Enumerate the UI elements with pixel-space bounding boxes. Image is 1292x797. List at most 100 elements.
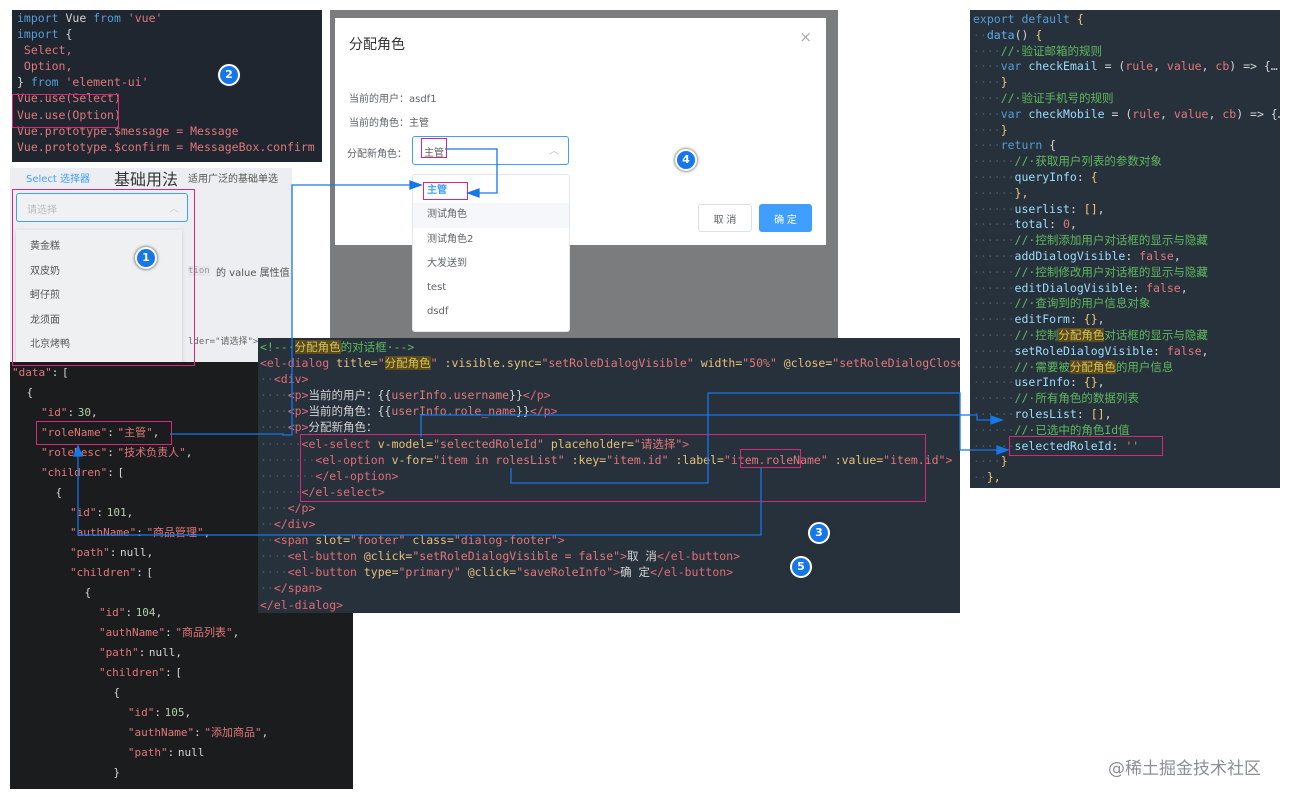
code-line: ······//·控制分配角色对话框的显示与隐藏 bbox=[973, 327, 1208, 344]
code-token: queryInfo bbox=[1014, 169, 1077, 184]
code-token: ·· bbox=[260, 581, 274, 596]
dialog-title: 分配角色 bbox=[349, 37, 405, 53]
code-line: "authName": "商品列表", bbox=[12, 623, 239, 643]
code-line: ······editForm: {}, bbox=[973, 312, 1105, 328]
code-line: ······}, bbox=[973, 186, 1028, 202]
code-line: ······//·控制添加用户对话框的显示与隐藏 bbox=[973, 233, 1208, 249]
code-token: var bbox=[1000, 106, 1022, 121]
code-token: ···· bbox=[973, 90, 1001, 105]
role-option[interactable]: 大发送到 bbox=[427, 257, 467, 269]
code-line: Vue.prototype.$confirm = MessageBox.conf… bbox=[12, 139, 315, 155]
code-token: ······ bbox=[973, 201, 1015, 216]
code-token: "saveRoleInfo" bbox=[516, 565, 614, 580]
code-token: : bbox=[96, 506, 107, 519]
code-token: , bbox=[126, 506, 134, 519]
code-token: "主管" bbox=[117, 426, 153, 439]
code-token: ······ bbox=[973, 391, 1015, 406]
code-token: '' bbox=[1125, 438, 1140, 453]
role-select-value: 主管 bbox=[424, 148, 444, 159]
code-token: rule bbox=[1132, 106, 1160, 121]
cancel-button[interactable]: 取 消 bbox=[698, 204, 752, 232]
code-token: 分配角色 bbox=[1058, 327, 1105, 342]
code-token: ·· bbox=[260, 533, 274, 548]
code-token: default bbox=[1014, 12, 1077, 26]
code-line: ······//·控制修改用户对话框的显示与隐藏 bbox=[973, 265, 1208, 281]
code-token: type= bbox=[356, 565, 399, 580]
code-line: { bbox=[12, 583, 91, 603]
code-token: <p> bbox=[287, 388, 309, 403]
code-token: , bbox=[1097, 375, 1105, 390]
code-line: "children": [ bbox=[12, 563, 153, 583]
role-option[interactable]: dsdf bbox=[427, 306, 449, 318]
code-token: : bbox=[1069, 201, 1084, 216]
code-token: : bbox=[154, 706, 165, 719]
code-token: false bbox=[1139, 248, 1174, 263]
select-option[interactable]: 北京烤鸭 bbox=[30, 339, 70, 350]
code-line: ······addDialogVisible: false, bbox=[973, 249, 1181, 265]
highlight-selectedroleid bbox=[1009, 436, 1163, 456]
code-token: ······ bbox=[260, 436, 302, 451]
close-icon[interactable]: × bbox=[799, 28, 812, 46]
select-option[interactable]: 蚵仔煎 bbox=[30, 290, 60, 301]
code-token: 'vue' bbox=[120, 11, 163, 25]
select-option[interactable]: 黄金糕 bbox=[30, 241, 60, 252]
role-option[interactable]: 测试角色 bbox=[413, 203, 569, 228]
code-token: cb bbox=[1215, 59, 1230, 74]
code-token: : bbox=[1069, 375, 1084, 390]
breadcrumb[interactable]: Select 选择器 bbox=[26, 174, 91, 185]
code-token: 对话框的显示与隐藏 bbox=[1104, 327, 1208, 342]
code-token: //·控制 bbox=[1014, 327, 1059, 342]
code-token: { bbox=[12, 486, 63, 499]
code-token: "setRoleDialogVisible" bbox=[541, 356, 694, 371]
code-token: 101 bbox=[106, 506, 127, 519]
code-token: userInfo.username bbox=[391, 388, 510, 403]
step-badge-4: 4 bbox=[675, 149, 697, 171]
code-token: : bbox=[136, 526, 147, 539]
code-line: ······queryInfo: { bbox=[973, 170, 1098, 186]
code-token: "path" bbox=[12, 546, 110, 559]
code-line: ······total: 0, bbox=[973, 217, 1077, 233]
code-line: "authName": "添加商品", bbox=[12, 723, 268, 743]
code-token: selectedRoleId bbox=[1014, 438, 1112, 453]
code-token: : [ bbox=[165, 666, 183, 679]
code-token: export bbox=[973, 12, 1015, 26]
code-token: : [ bbox=[107, 466, 125, 479]
code-token: <el-dialog bbox=[260, 356, 330, 371]
code-line: ····<p>当前的角色：{{userInfo.role_name}}</p> bbox=[260, 403, 558, 419]
code-token: , bbox=[1069, 217, 1077, 232]
current-role-value: 主管 bbox=[409, 118, 429, 129]
code-line: "id": 105, bbox=[12, 703, 191, 723]
code-token: <span bbox=[273, 533, 309, 548]
select-option[interactable]: 双皮奶 bbox=[30, 265, 60, 277]
code-line: Vue.use(Option) bbox=[12, 107, 121, 123]
code-token: </el-dialog> bbox=[260, 597, 344, 612]
code-token: () bbox=[1014, 27, 1036, 42]
code-token: , bbox=[155, 606, 163, 619]
code-token: 分配角色 bbox=[294, 340, 341, 354]
code-token: 的用户信息 bbox=[1115, 359, 1174, 374]
code-token: > bbox=[945, 452, 953, 467]
code-token: 'element-ui' bbox=[58, 75, 149, 90]
step-badge-2: 2 bbox=[218, 64, 240, 86]
code-token: ···· bbox=[260, 404, 288, 419]
code-token: = ( bbox=[1104, 106, 1133, 121]
code-token: //·控制修改用户对话框的显示与隐藏 bbox=[1014, 264, 1208, 279]
confirm-button[interactable]: 确 定 bbox=[759, 204, 812, 232]
desc-text: 的 value 属性值 bbox=[216, 268, 290, 279]
role-option[interactable]: 测试角色2 bbox=[427, 233, 474, 245]
code-token: import bbox=[17, 27, 59, 42]
current-user-row: 当前的用户：asdf1 bbox=[349, 90, 437, 105]
code-token: ) bbox=[113, 91, 121, 106]
select-option[interactable]: 龙须面 bbox=[30, 314, 60, 326]
code-token: ·· bbox=[973, 27, 987, 42]
code-token: addDialogVisible bbox=[1014, 248, 1126, 263]
code-token: ···· bbox=[973, 75, 1001, 90]
code-token: ···· bbox=[973, 106, 1001, 121]
code-line: ····</p> bbox=[260, 500, 315, 516]
role-option[interactable]: test bbox=[427, 282, 447, 294]
role-option[interactable]: 主管 bbox=[427, 185, 447, 196]
highlight-el-select bbox=[300, 434, 926, 502]
code-token: [] bbox=[1090, 406, 1105, 421]
code-line: } bbox=[12, 763, 120, 783]
code-token: ···· bbox=[260, 549, 288, 564]
